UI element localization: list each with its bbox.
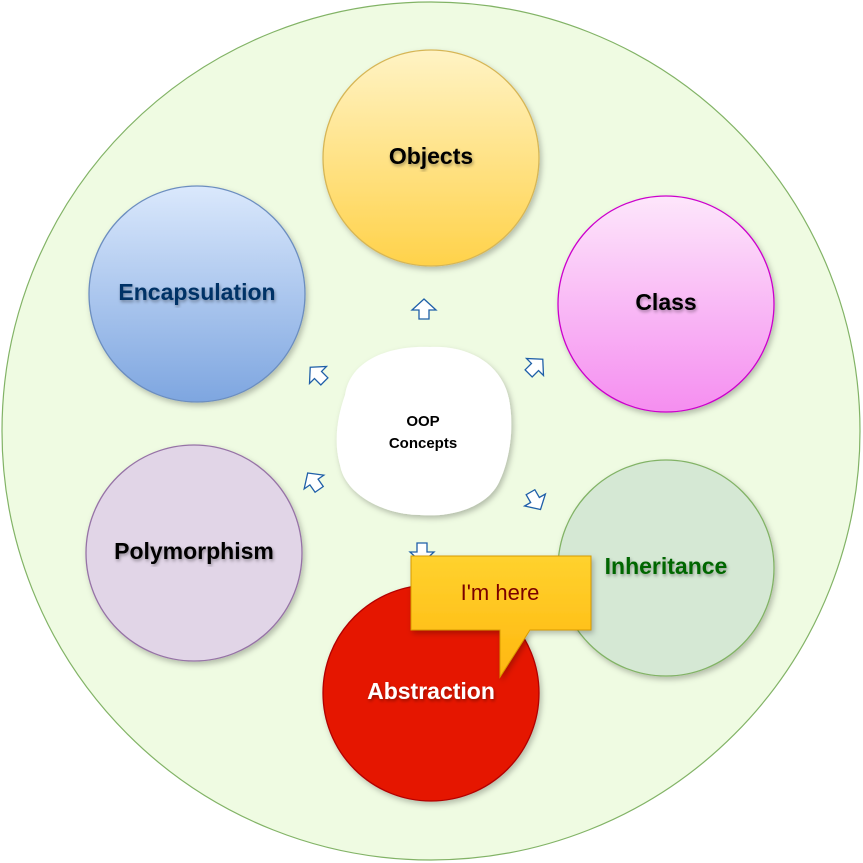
- concept-label-encapsulation: Encapsulation: [118, 279, 275, 305]
- concept-circle-class: [557, 195, 775, 413]
- concept-label-abstraction: Abstraction: [367, 678, 495, 704]
- concept-label-inheritance: Inheritance: [605, 553, 728, 579]
- center-cloud: [336, 346, 512, 516]
- concept-label-class: Class: [635, 289, 696, 315]
- concept-circle-encapsulation: [88, 185, 306, 403]
- concept-circle-objects: [322, 49, 540, 267]
- concept-label-polymorphism: Polymorphism: [114, 538, 274, 564]
- arrow-icon: [522, 488, 547, 511]
- arrow-icon: [408, 542, 436, 564]
- arrow-icon: [410, 298, 438, 320]
- concept-label-objects: Objects: [389, 143, 473, 169]
- arrow-icon: [308, 365, 329, 386]
- center-label-line2: Concepts: [389, 435, 457, 452]
- arrow-icon: [524, 357, 545, 378]
- callout-text: I'm here: [461, 580, 540, 605]
- center-label-line1: OOP: [406, 413, 439, 430]
- callout-bubble: [410, 555, 592, 679]
- arrow-icon: [303, 472, 326, 494]
- concept-circle-polymorphism: [85, 444, 303, 662]
